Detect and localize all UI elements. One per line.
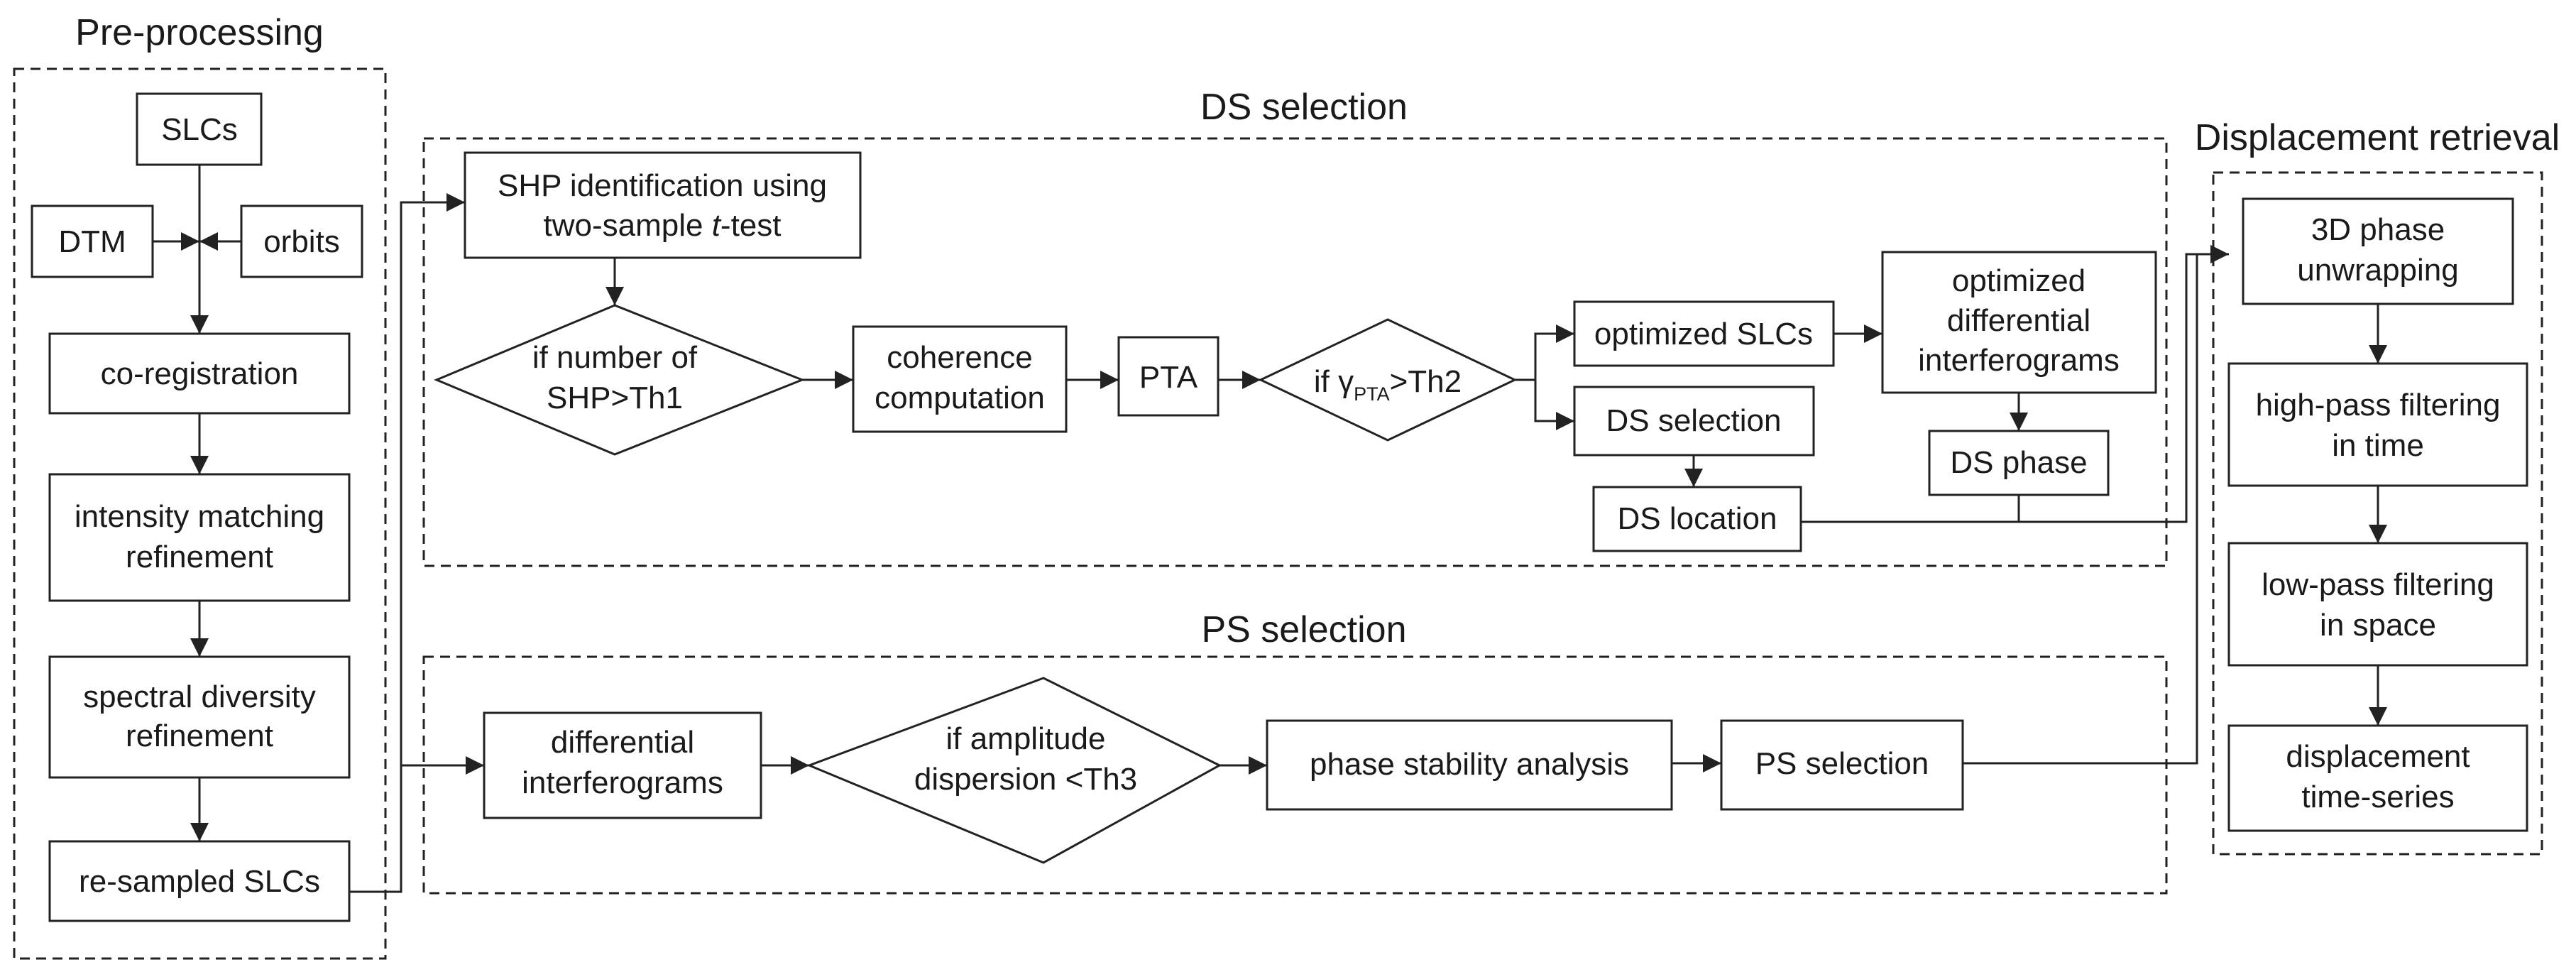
node-resampled-label: re-sampled SLCs [79,864,320,899]
node-highpass-label-2: in time [2332,428,2424,463]
node-phase-stability-label: phase stability analysis [1310,747,1629,782]
node-optdiff-label-3: interferograms [1918,343,2120,378]
node-orbits [240,204,363,278]
node-lowpass-label-1: low-pass filtering [2262,567,2494,602]
node-shp-decision-label-1: if number of [532,340,698,375]
node-amp-label-1: if amplitude [946,721,1105,756]
node-timeseries-label-1: displacement [2286,739,2470,774]
node-pta-label: PTA [1139,360,1198,395]
node-ds-selection-label: DS selection [1606,403,1781,438]
node-dtm-label: DTM [58,224,126,259]
node-ds-selection-box [1573,386,1815,457]
node-gamma-decision [1258,318,1518,442]
node-coherence-label-1: coherence [887,340,1032,375]
group-ds-selection [422,137,2168,567]
node-intensity-matching [48,473,351,602]
group-title-ds-selection: DS selection [1200,87,1408,128]
group-title-ps-selection: PS selection [1201,609,1406,650]
node-unwrap-label-2: unwrapping [2297,253,2459,288]
node-spectral-label-1: spectral diversity [83,679,316,714]
edge-gamma-ds-sel [1534,380,1574,430]
node-coregistration-label: co-registration [101,356,299,391]
node-gamma-label: if γPTA>Th2 [1314,364,1462,405]
node-spectral-diversity [48,655,351,779]
group-title-preprocessing: Pre-processing [75,12,324,53]
node-ds-location [1592,486,1802,552]
node-intensity-label-1: intensity matching [75,499,324,534]
node-optimized-slcs-label: optimized SLCs [1594,317,1813,351]
node-optdiff-label-1: optimized [1952,263,2086,298]
node-shp-label-1: SHP identification using [498,168,827,203]
node-phase-stability [1266,719,1673,811]
node-intensity-label-2: refinement [126,540,273,574]
node-shp-decision [434,304,806,456]
node-ds-phase [1928,430,2110,496]
node-timeseries-label-2: time-series [2301,780,2454,814]
node-pta [1117,336,1220,417]
node-slcs-label: SLCs [161,112,238,147]
node-unwrap-label-1: 3D phase [2311,212,2445,247]
edge-ps-to-unwrap [1963,254,2198,765]
node-highpass [2227,362,2528,487]
node-ds-phase-label: DS phase [1950,445,2087,480]
edge-gamma-opt-slcs [1534,324,1574,380]
group-preprocessing [13,67,387,960]
node-highpass-label-1: high-pass filtering [2256,388,2501,422]
node-ds-location-label: DS location [1617,501,1777,536]
node-3d-unwrapping [2242,197,2514,305]
node-amp-label-2: dispersion <Th3 [914,762,1137,797]
edge-ds-to-unwrap [1801,245,2229,523]
node-differential-interferograms [483,711,762,819]
node-shp-identification [464,151,862,259]
node-diff-int-label-2: interferograms [522,765,723,800]
edge-resampled-branch [349,193,465,893]
node-shp-decision-label-2: SHP>Th1 [547,381,683,415]
node-displacement-timeseries [2227,724,2528,832]
node-spectral-label-2: refinement [126,719,273,753]
node-ps-selection-label: PS selection [1755,746,1929,781]
node-optimized-slcs [1573,300,1835,367]
group-title-displacement-retrieval: Displacement retrieval [2195,117,2560,158]
node-orbits-label: orbits [263,224,340,259]
node-lowpass-label-2: in space [2320,608,2436,643]
node-coherence-label-2: computation [875,381,1045,415]
node-coherence [852,325,1068,433]
node-optimized-diff [1881,251,2157,394]
node-optdiff-label-2: differential [1947,303,2090,338]
group-ps-selection [422,655,2168,895]
node-diff-int-label-1: differential [551,725,694,760]
node-slcs [136,92,263,166]
node-shp-label-2: two-sample t-test [544,208,782,243]
node-lowpass [2227,542,2528,667]
group-displacement-retrieval [2212,171,2543,856]
node-ps-selection-box [1720,719,1964,811]
